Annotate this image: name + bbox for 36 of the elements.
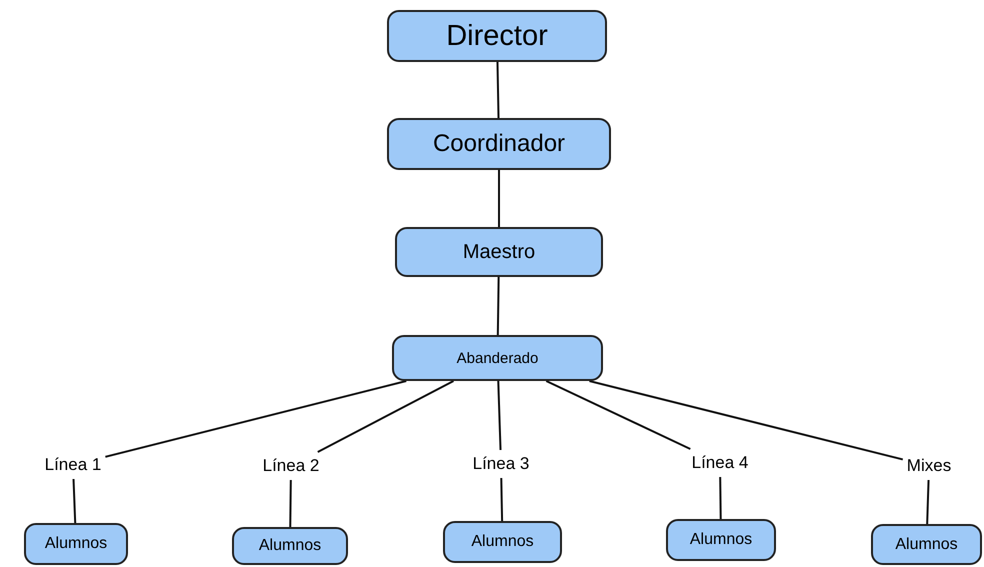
rounded-box: [387, 10, 607, 62]
node-label: Alumnos: [258, 537, 322, 555]
rounded-box: [395, 227, 603, 277]
rounded-box: [443, 521, 562, 563]
node-label: Alumnos: [690, 531, 752, 549]
rounded-box: [387, 118, 611, 170]
connector-line: [72, 478, 76, 524]
connector-line: [496, 62, 500, 118]
connector-line: [105, 380, 406, 458]
rounded-box: [232, 527, 348, 565]
connector-line: [500, 478, 504, 522]
node-label: Línea 2: [262, 456, 320, 476]
node-label: Línea 3: [472, 454, 530, 474]
rounded-box: [24, 523, 128, 565]
node-label: Mixes: [906, 456, 952, 476]
node-label: Alumnos: [471, 533, 534, 551]
connector-line: [589, 380, 904, 460]
node-label: Alumnos: [44, 535, 108, 553]
node-label: Maestro: [462, 240, 536, 264]
connector-line: [546, 380, 691, 450]
node-label: Alumnos: [895, 536, 958, 554]
rounded-box: [392, 335, 603, 381]
node-label: Línea 4: [692, 453, 748, 473]
connector-line: [496, 276, 500, 336]
connector-line: [289, 480, 292, 528]
rounded-box: [871, 524, 982, 565]
node-label: Abanderado: [456, 350, 538, 366]
node-label: Coordinador: [432, 130, 566, 158]
connector-line: [497, 380, 502, 450]
connector-line: [317, 380, 454, 453]
node-label: Línea 1: [44, 455, 102, 475]
rounded-box: [666, 519, 776, 561]
connector-line: [926, 480, 930, 524]
node-label: Director: [446, 20, 548, 52]
connector-line: [719, 476, 722, 520]
connector-line: [498, 170, 500, 227]
